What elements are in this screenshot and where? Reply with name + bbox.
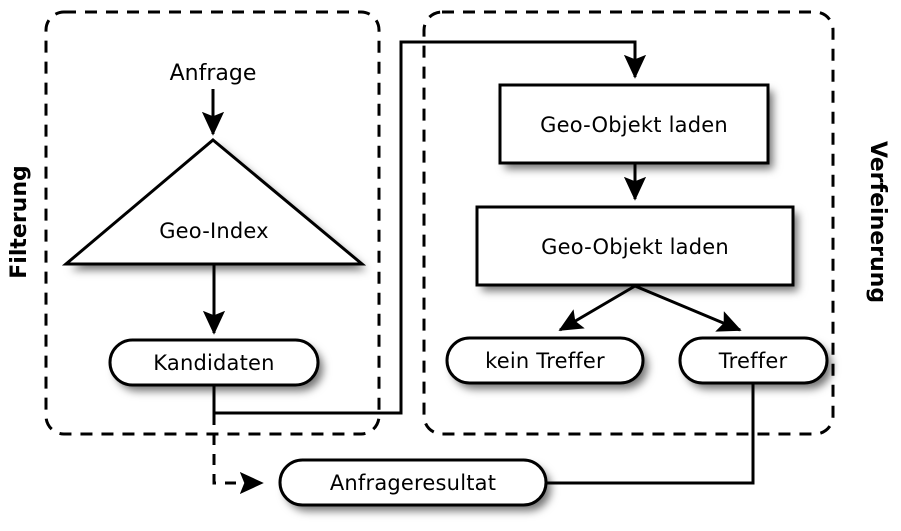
- node-kein-treffer[interactable]: kein Treffer: [445, 336, 645, 385]
- geo-objekt-laden-1-shape[interactable]: [498, 83, 770, 165]
- group-filterung-label: Filterung: [7, 165, 32, 278]
- edge-geoobjekt2-to-keintreffer: [558, 284, 636, 332]
- geo-objekt-laden-1-shape-shadow: [500, 85, 768, 163]
- anfrageresultat-shape[interactable]: [278, 458, 548, 507]
- anfrageresultat-shape-shadow: [280, 460, 546, 505]
- node-kein-treffer-label: kein Treffer: [485, 349, 605, 373]
- group-verfeinerung: Verfeinerung: [422, 10, 890, 436]
- treffer-shape[interactable]: [678, 336, 829, 385]
- edge-geoobjekt2-to-treffer: [634, 284, 742, 332]
- node-kandidaten[interactable]: Kandidaten: [108, 338, 320, 387]
- kein-treffer-shape-shadow: [447, 338, 643, 383]
- kein-treffer-shape[interactable]: [445, 336, 645, 385]
- node-anfrage: Anfrage: [170, 61, 257, 86]
- node-geo-objekt-laden-2-label: Geo-Objekt laden: [541, 235, 729, 259]
- node-geo-objekt-laden-1[interactable]: Geo-Objekt laden: [498, 83, 770, 165]
- geo-index-triangle[interactable]: [61, 138, 367, 266]
- node-treffer-label: Treffer: [718, 349, 788, 373]
- treffer-shape-shadow: [680, 338, 827, 383]
- geo-objekt-laden-2-shape[interactable]: [475, 205, 795, 287]
- node-anfrageresultat[interactable]: Anfrageresultat: [278, 458, 548, 507]
- node-anfrage-label: Anfrage: [170, 61, 257, 86]
- node-geo-index[interactable]: Geo-Index: [61, 138, 367, 266]
- group-verfeinerung-border: [422, 10, 835, 436]
- geo-index-triangle-shadow: [66, 140, 362, 264]
- node-geo-objekt-laden-2[interactable]: Geo-Objekt laden: [475, 205, 795, 287]
- node-treffer[interactable]: Treffer: [678, 336, 829, 385]
- node-kandidaten-label: Kandidaten: [153, 351, 274, 375]
- kandidaten-shape-shadow: [110, 340, 318, 385]
- node-anfrageresultat-label: Anfrageresultat: [330, 471, 496, 495]
- group-verfeinerung-label: Verfeinerung: [865, 141, 890, 303]
- geo-objekt-laden-2-shape-shadow: [477, 207, 793, 285]
- edge-kandidaten-to-anfrageresultat: [212, 414, 264, 495]
- node-geo-index-label: Geo-Index: [159, 219, 269, 243]
- edge-kandidaten-to-geoobjekt1: [212, 40, 647, 415]
- node-geo-objekt-laden-1-label: Geo-Objekt laden: [540, 113, 728, 137]
- edge-treffer-to-anfrageresultat: [546, 383, 755, 485]
- kandidaten-shape[interactable]: [108, 338, 320, 387]
